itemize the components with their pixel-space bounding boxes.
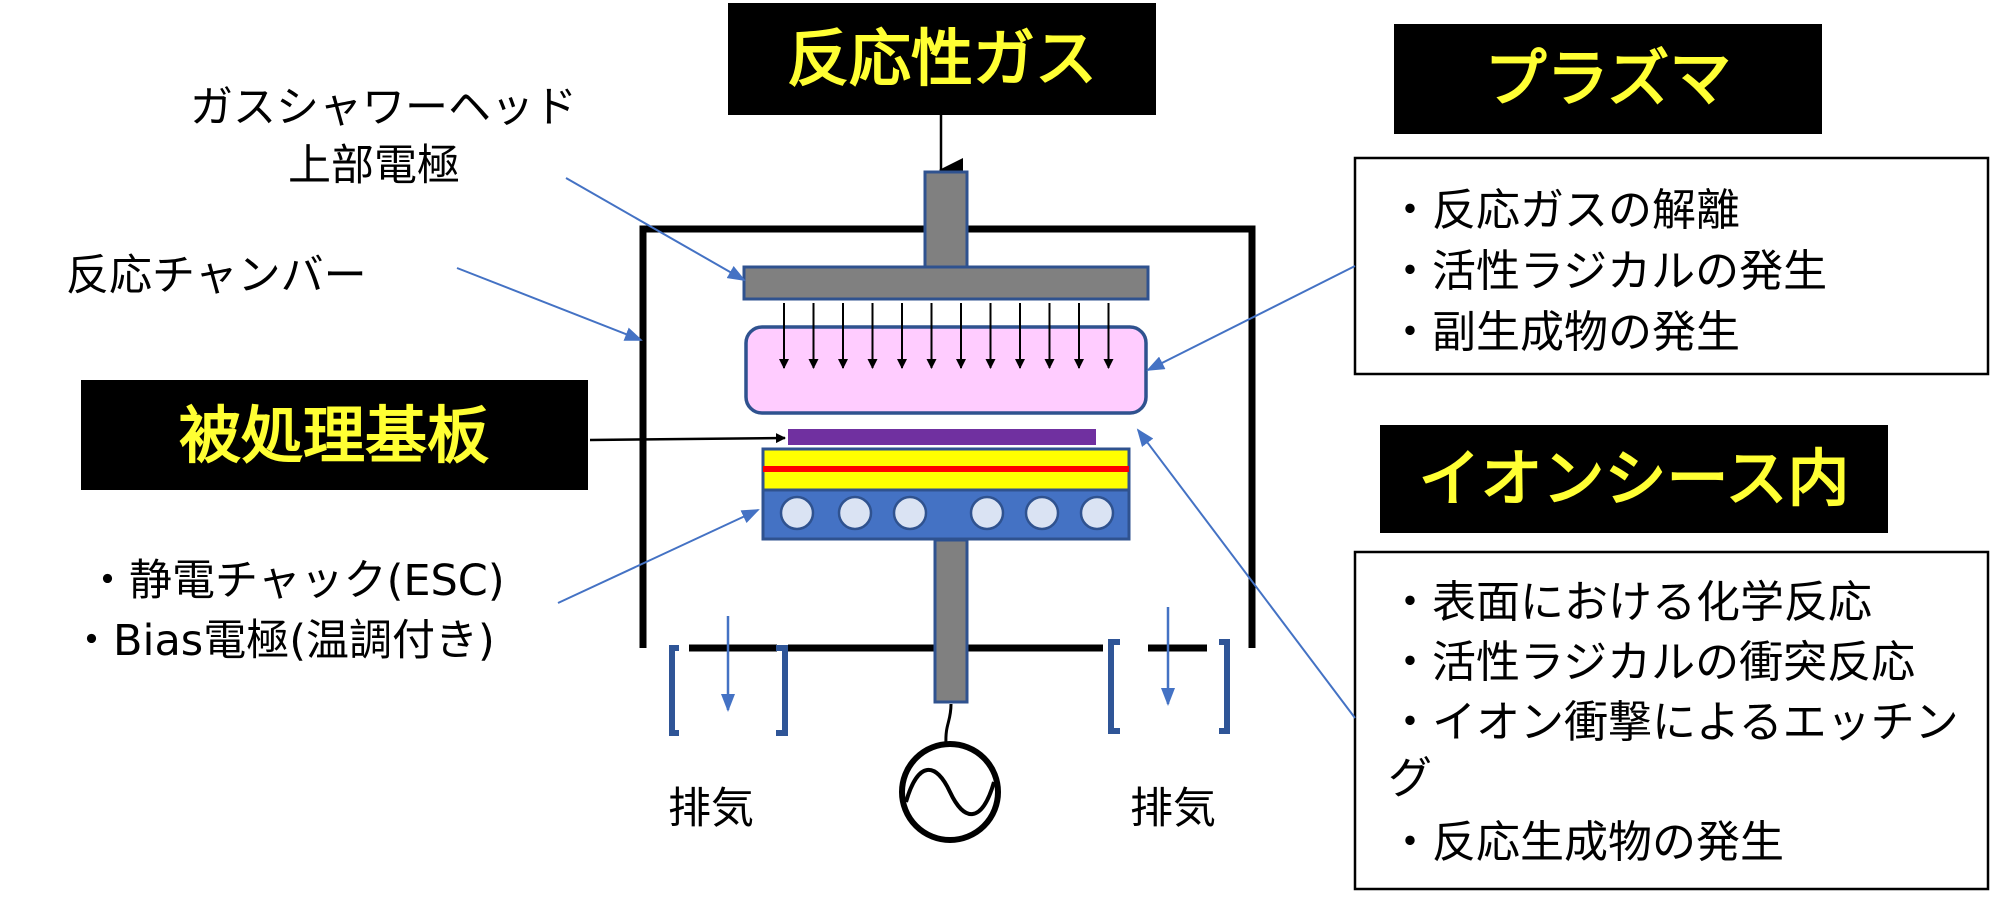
plasma-list-item: ・活性ラジカルの発生 — [1388, 246, 1827, 297]
plasma-region — [744, 325, 1148, 415]
reactive-gas-title: 反応性ガス — [787, 22, 1097, 95]
sheath-list-item: ・活性ラジカルの衝突反応 — [1388, 637, 1915, 688]
rf-cable — [944, 703, 953, 745]
electrode-stem — [933, 538, 969, 704]
esc-label: ・静電チャック(ESC) — [86, 556, 505, 606]
exhaust-port-right — [1108, 607, 1230, 734]
exhaust-port-left — [669, 616, 788, 736]
exhaust-left-label: 排気 — [668, 784, 754, 834]
coolant-channel — [892, 495, 928, 531]
substrate-pointer-arrow — [589, 433, 786, 444]
reactive-gas-title-box: 反応性ガス — [728, 3, 1156, 115]
coolant-channel — [779, 495, 815, 531]
gas-shower-head — [742, 265, 1150, 301]
substrate-title: 被処理基板 — [179, 399, 489, 472]
coolant-channel — [969, 495, 1005, 531]
ion-sheath-list-box: ・表面における化学反応 ・活性ラジカルの衝突反応 ・イオン衝撃によるエッチン グ… — [1353, 550, 1990, 891]
coolant-channels — [779, 495, 1115, 531]
plasma-list-item: ・反応ガスの解離 — [1388, 185, 1740, 236]
coolant-channel — [837, 495, 873, 531]
sheath-list-item: ・イオン衝撃によるエッチン — [1388, 697, 1959, 748]
electrostatic-chuck — [761, 447, 1131, 541]
bias-electrode-label: ・Bias電極(温調付き) — [70, 616, 495, 666]
chamber-pointer — [456, 267, 643, 341]
sheath-list-item: グ — [1388, 753, 1432, 804]
plasma-title: プラズマ — [1485, 42, 1732, 115]
rf-power-source-icon — [899, 741, 1001, 843]
plasma-list-box: ・反応ガスの解離 ・活性ラジカルの発生 ・副生成物の発生 — [1353, 156, 1990, 376]
ion-sheath-pointer — [1136, 428, 1356, 719]
gas-pipe — [923, 170, 969, 270]
exhaust-right-label: 排気 — [1130, 784, 1216, 834]
substrate-wafer — [788, 429, 1096, 445]
substrate-title-box: 被処理基板 — [81, 380, 588, 490]
gas-flow-arrows — [779, 303, 1114, 369]
plasma-pointer — [1146, 265, 1356, 371]
ion-sheath-title: イオンシース内 — [1419, 442, 1850, 515]
sheath-list-item: ・反応生成物の発生 — [1388, 817, 1784, 868]
chamber-label: 反応チャンバー — [66, 251, 367, 301]
plasma-list-item: ・副生成物の発生 — [1388, 307, 1740, 358]
ion-sheath-title-box: イオンシース内 — [1380, 425, 1888, 533]
sheath-list-item: ・表面における化学反応 — [1388, 577, 1872, 628]
shower-head-pointer — [565, 177, 746, 281]
plasma-title-box: プラズマ — [1394, 24, 1822, 134]
esc-pointer — [557, 509, 760, 604]
shower-head-label: ガスシャワーヘッド — [190, 83, 577, 133]
coolant-channel — [1024, 495, 1060, 531]
upper-electrode-label: 上部電極 — [288, 141, 460, 191]
coolant-channel — [1079, 495, 1115, 531]
